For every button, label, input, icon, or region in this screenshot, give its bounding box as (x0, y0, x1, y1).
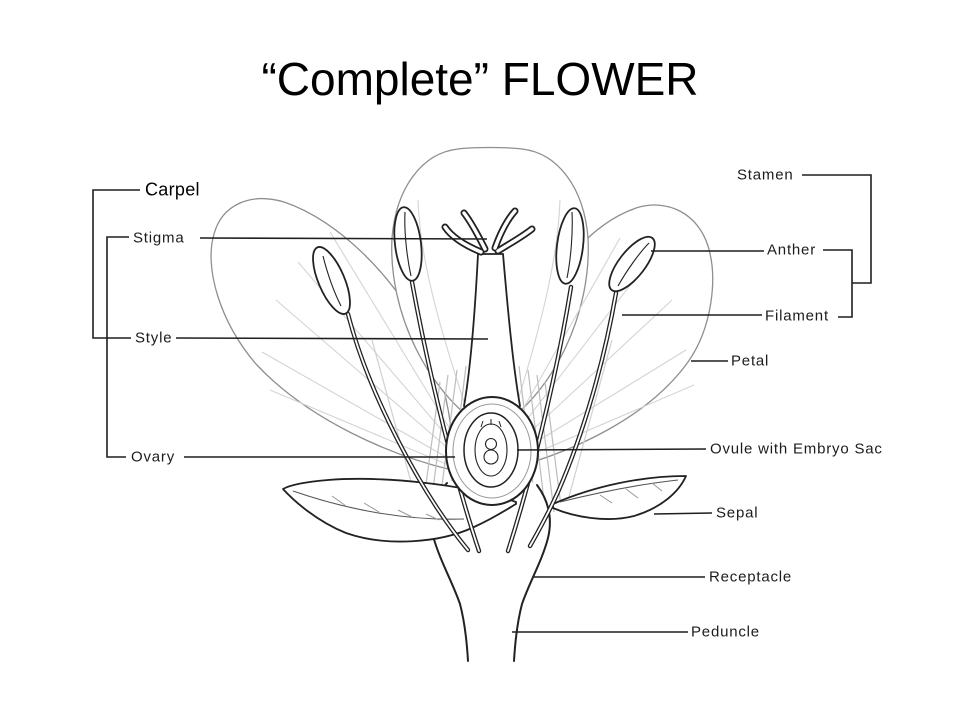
anther-filament-bracket (823, 249, 853, 318)
label-filament: Filament (765, 307, 829, 325)
stigma-shape (441, 207, 536, 256)
filament-shapes (345, 279, 619, 554)
sepal-right-shape (552, 475, 687, 520)
label-ovary: Ovary (131, 448, 176, 466)
label-carpel: Carpel (145, 179, 200, 200)
leader-lines (92, 174, 872, 633)
label-peduncle: Peduncle (691, 623, 760, 641)
carpel-bracket (92, 189, 140, 339)
stamens-group (312, 206, 656, 554)
sepals-group (282, 475, 687, 543)
label-sepal: Sepal (716, 504, 759, 522)
ovary-shape (445, 396, 539, 506)
carpel-inner-bracket (106, 236, 129, 458)
label-anther: Anther (767, 241, 816, 259)
embryo-sac-shape (483, 437, 499, 465)
stamen-bracket (802, 174, 872, 284)
pistil-group (441, 207, 539, 506)
label-style: Style (135, 329, 173, 347)
anther-shapes (312, 206, 656, 315)
label-stamen: Stamen (737, 166, 794, 184)
label-ovule-with-embryo-sac: Ovule with Embryo Sac (710, 440, 883, 458)
slide-title: “Complete” FLOWER (261, 53, 699, 105)
label-receptacle: Receptacle (709, 568, 793, 586)
leader-sepal (653, 512, 713, 515)
leader-style (175, 337, 489, 340)
label-stigma: Stigma (133, 229, 185, 247)
leader-stigma (199, 237, 488, 240)
label-petal: Petal (731, 352, 770, 370)
leader-ovule (516, 448, 707, 451)
sepal-left-shape (282, 478, 517, 543)
